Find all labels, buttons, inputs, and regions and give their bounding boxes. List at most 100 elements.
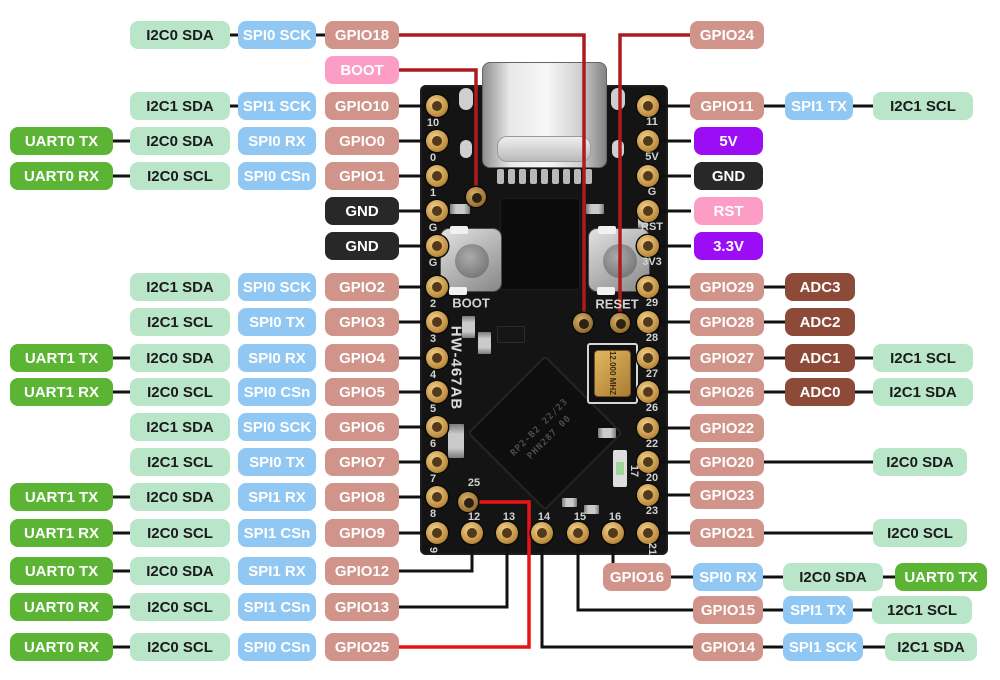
pin-label-spi1-tx: SPI1 TX (785, 92, 853, 120)
usb-solder-pad (574, 169, 581, 184)
pin-label-spi0-csn: SPI0 CSn (238, 378, 316, 406)
pin-hole (426, 381, 448, 403)
pin-number-silk: 11 (646, 116, 658, 128)
pin-label-i2c1-scl: I2C1 SCL (130, 308, 230, 336)
pin-number-silk: 8 (429, 508, 437, 520)
pin-label-adc2: ADC2 (785, 308, 855, 336)
pin-label-uart0-rx: UART0 RX (10, 633, 113, 661)
pin-label-spi1-tx: SPI1 TX (783, 596, 853, 624)
pin-number-silk: 22 (645, 438, 659, 450)
pin-label-i2c1-sda: I2C1 SDA (873, 378, 973, 406)
pin-label-uart0-tx: UART0 TX (10, 557, 113, 585)
pin-label-gpio2: GPIO2 (325, 273, 399, 301)
pin-label-i2c1-scl: I2C1 SCL (873, 344, 973, 372)
pin-hole (426, 347, 448, 369)
pin-label-gpio20: GPIO20 (690, 448, 764, 476)
pin-label-i2c0-scl: I2C0 SCL (130, 378, 230, 406)
pin-label-spi1-csn: SPI1 CSn (238, 519, 316, 547)
inner-pin-hole (573, 313, 593, 333)
pin-label-gpio15: GPIO15 (693, 596, 763, 624)
pin-label-spi0-csn: SPI0 CSn (238, 633, 316, 661)
usb-solder-pad (497, 169, 504, 184)
pin-hole (426, 276, 448, 298)
pin-number-silk: 29 (645, 297, 659, 309)
pin-label-i2c0-sda: I2C0 SDA (130, 127, 230, 155)
pin-hole (426, 235, 448, 257)
pin-label-gpio16: GPIO16 (603, 563, 671, 591)
pin-label-spi0-sck: SPI0 SCK (238, 21, 316, 49)
pin-label-gpio7: GPIO7 (325, 448, 399, 476)
pin-label-i2c0-sda: I2C0 SDA (130, 557, 230, 585)
pin-number-silk: RST (641, 221, 663, 233)
pin-number-silk: 3 (429, 333, 437, 345)
pin-label-i2c1-scl: I2C1 SCL (130, 448, 230, 476)
pin-label-gnd: GND (325, 232, 399, 260)
pin-hole (637, 484, 659, 506)
pin-hole (637, 235, 659, 257)
crystal-marking: 12.000 MHZ (607, 351, 617, 395)
passive-component (478, 332, 491, 354)
pin-number-silk: 15 (573, 511, 587, 523)
pin-hole (602, 522, 624, 544)
pin-label-spi0-sck: SPI0 SCK (238, 413, 316, 441)
pin-label-gpio5: GPIO5 (325, 378, 399, 406)
crystal-oscillator (594, 350, 631, 397)
usb-solder-pad (508, 169, 515, 184)
pin-label-spi1-rx: SPI1 RX (238, 483, 316, 511)
pin-label-adc0: ADC0 (785, 378, 855, 406)
reset-button-pad (597, 287, 615, 295)
pin-label-uart1-rx: UART1 RX (10, 519, 113, 547)
pin-label-gpio14: GPIO14 (693, 633, 763, 661)
castellation-hole (612, 140, 624, 158)
led-component (613, 450, 627, 487)
pin-hole (637, 200, 659, 222)
pin-label-uart0-tx: UART0 TX (10, 127, 113, 155)
pin-label-i2c1-scl: I2C1 SCL (873, 92, 973, 120)
pin-hole (426, 95, 448, 117)
pin-hole (637, 451, 659, 473)
pin-hole (531, 522, 553, 544)
passive-component (450, 204, 470, 214)
pin-hole (426, 486, 448, 508)
boot-button-pad (449, 287, 467, 295)
pin-label-adc3: ADC3 (785, 273, 855, 301)
pin-label-rst: RST (694, 197, 763, 225)
pin-label-i2c0-scl: I2C0 SCL (130, 633, 230, 661)
pin-number-silk: 10 (426, 117, 440, 129)
pin-number-silk: 0 (429, 152, 437, 164)
pin-label-gpio18: GPIO18 (325, 21, 399, 49)
pin-label-uart0-rx: UART0 RX (10, 593, 113, 621)
pin-label-i2c0-sda: I2C0 SDA (130, 344, 230, 372)
pin-label-gpio12: GPIO12 (325, 557, 399, 585)
pin-label-gpio21: GPIO21 (690, 519, 764, 547)
pin-label-gpio8: GPIO8 (325, 483, 399, 511)
pin-label-uart1-rx: UART1 RX (10, 378, 113, 406)
passive-component (497, 326, 525, 343)
pin-number-silk: G (647, 186, 657, 198)
pin-hole (426, 130, 448, 152)
pin-label-spi0-csn: SPI0 CSn (238, 162, 316, 190)
boot-silk-label: BOOT (452, 295, 490, 311)
pin-label-gpio25: GPIO25 (325, 633, 399, 661)
passive-component (598, 428, 616, 438)
pin-label-gnd: GND (325, 197, 399, 225)
pin-label-spi0-rx: SPI0 RX (238, 344, 316, 372)
boot-button[interactable] (440, 226, 502, 292)
pin-number-silk: 26 (645, 402, 659, 414)
pin-label-uart0-tx: UART0 TX (895, 563, 987, 591)
pin-number-silk: 6 (429, 438, 437, 450)
usb-solder-pad (563, 169, 570, 184)
pin-hole (637, 130, 659, 152)
pin-hole (637, 95, 659, 117)
usb-solder-pad (519, 169, 526, 184)
pin-number-silk: 27 (645, 368, 659, 380)
pin-label-5v: 5V (694, 127, 763, 155)
pin-label-gpio29: GPIO29 (690, 273, 764, 301)
pin-label-spi0-rx: SPI0 RX (693, 563, 763, 591)
pin-number-silk: 28 (645, 332, 659, 344)
castellation-hole (611, 88, 625, 110)
pin-label-gpio22: GPIO22 (690, 414, 764, 442)
castellation-hole (459, 88, 473, 110)
pin-hole (461, 522, 483, 544)
pin-label-i2c1-sda: I2C1 SDA (130, 273, 230, 301)
